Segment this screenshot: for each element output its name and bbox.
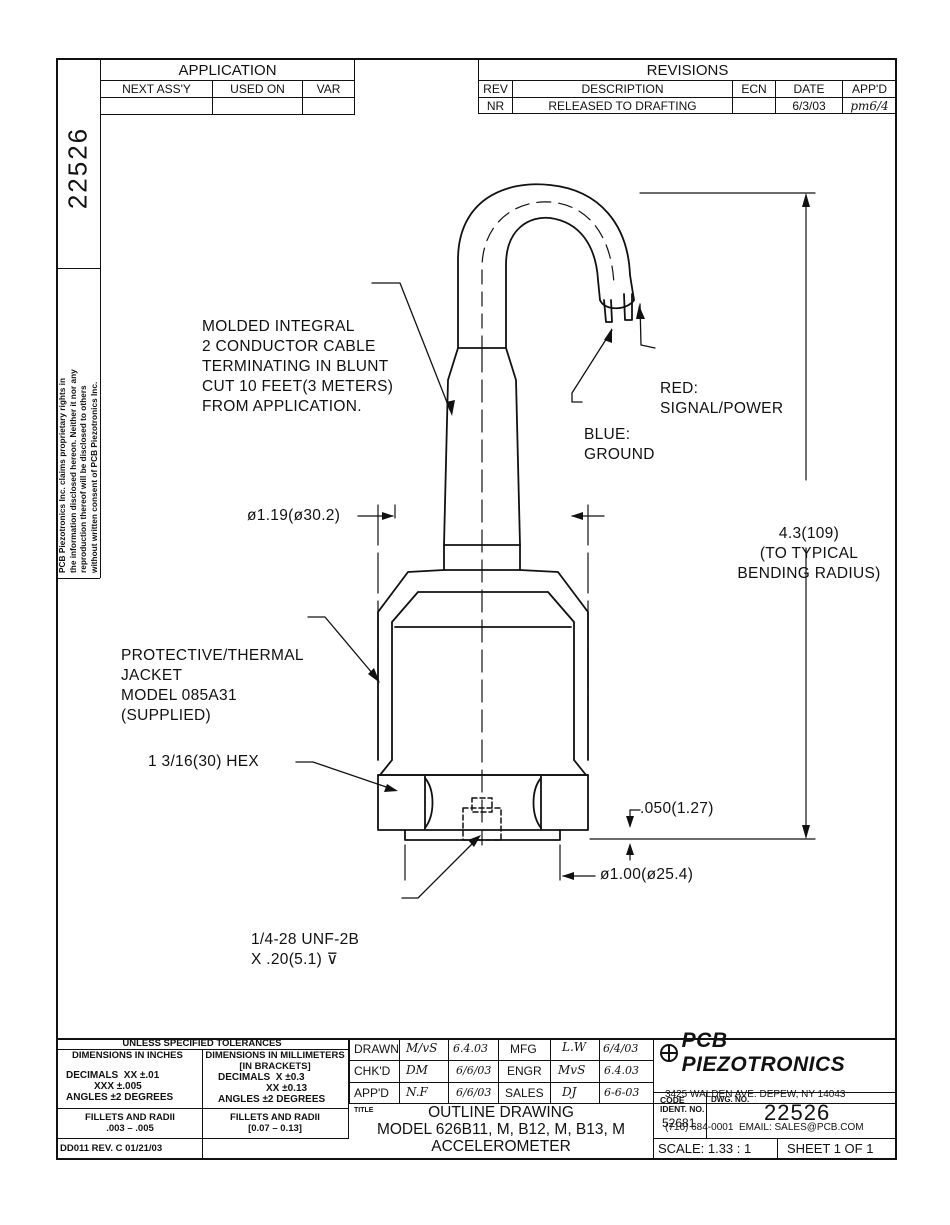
engr-signature: MvS <box>558 1063 586 1077</box>
company-logo: PCB PIEZOTRONICS <box>660 1029 892 1076</box>
drawing-title: OUTLINE DRAWING MODEL 626B11, M, B12, M,… <box>376 1104 626 1155</box>
pcb-logo-icon <box>660 1044 678 1062</box>
strain-relief <box>443 347 521 546</box>
dwg-number: 22526 <box>764 1100 831 1125</box>
jacket-diameter-callout: ø1.19(ø30.2) <box>247 507 341 524</box>
left-sidebar <box>56 58 101 578</box>
signoff-col <box>448 1038 449 1104</box>
mm-fillets: FILLETS AND RADII[0.07 – 0.13] <box>230 1112 320 1134</box>
mfg-date: 6/4/03 <box>603 1042 639 1055</box>
cable-centerline <box>481 201 615 351</box>
title-label: TITLE <box>354 1107 374 1114</box>
mm-heading: DIMENSIONS IN MILLIMETERS[IN BRACKETS] <box>205 1050 345 1072</box>
base-gap-callout: .050(1.27) <box>640 800 714 817</box>
engr-date: 6.4.03 <box>604 1064 639 1077</box>
chkd-signature: DM <box>406 1063 428 1077</box>
appd-signature: N.F <box>406 1085 428 1099</box>
sidebar-divider <box>56 268 100 269</box>
signoff-divider <box>349 1082 653 1083</box>
company-col <box>653 1038 654 1160</box>
sheet: SHEET 1 OF 1 <box>787 1141 874 1156</box>
signoff-col <box>399 1038 400 1104</box>
signoff-col <box>550 1038 551 1104</box>
company-address: 3425 WALDEN AVE. DEPEW, NY 14043 (716) 6… <box>665 1089 864 1133</box>
mfg-label: MFG <box>510 1042 537 1056</box>
form-number-cell <box>56 1138 203 1160</box>
base-diameter-callout: ø1.00(ø25.4) <box>600 866 694 883</box>
tolerances-mm <box>202 1049 349 1139</box>
jacket-outline <box>377 569 589 761</box>
mfg-signature: L.W <box>562 1040 587 1054</box>
chkd-label: CHK'D <box>354 1064 391 1078</box>
signoff-divider <box>349 1103 897 1104</box>
dwg-label: DWG. NO. <box>711 1095 750 1104</box>
appd-date: 6/6/03 <box>456 1086 492 1099</box>
code-value: 52681 <box>662 1116 696 1130</box>
sidebar-divider-bottom <box>56 578 100 579</box>
application-row <box>302 97 355 115</box>
signoff-col <box>498 1038 499 1104</box>
drawn-signature: M/vS <box>406 1041 438 1055</box>
cable-outer <box>457 183 635 349</box>
appd-label: APP'D <box>354 1086 389 1100</box>
sales-label: SALES <box>505 1086 544 1100</box>
title-block <box>56 1038 897 1160</box>
blue-wire-callout: BLUE:GROUND <box>584 426 655 463</box>
company-divider <box>653 1092 897 1093</box>
blue-conductor <box>603 299 613 323</box>
scale: SCALE: 1.33 : 1 <box>658 1141 752 1156</box>
blue-leader <box>571 329 613 403</box>
red-conductor <box>623 293 633 321</box>
tolerance-divider <box>56 1108 349 1109</box>
scale-col <box>777 1138 778 1160</box>
drawn-date: 6.4.03 <box>453 1042 488 1055</box>
jacket-leader <box>307 616 379 681</box>
red-wire-callout: RED:SIGNAL/POWER <box>660 380 784 417</box>
sales-date: 6-6-03 <box>604 1086 640 1099</box>
code-divider <box>706 1092 707 1138</box>
cable-inner <box>505 216 601 349</box>
hex-leader <box>295 761 396 791</box>
signoff-block <box>349 1038 653 1104</box>
revision-appd-signature: pm6/4 <box>842 97 897 114</box>
cable-leader <box>371 282 451 411</box>
hex-callout: 1 3/16(30) HEX <box>148 753 260 770</box>
inch-fillets: FILLETS AND RADII.003 – .005 <box>85 1112 175 1134</box>
engr-label: ENGR <box>507 1064 542 1078</box>
drawing-border <box>56 58 897 1160</box>
signoff-divider <box>349 1060 653 1061</box>
drawn-label: DRAWN <box>354 1042 399 1056</box>
scale-divider <box>653 1138 897 1139</box>
hex-body <box>377 774 589 831</box>
form-number: DD011 REV. C 01/21/03 <box>60 1143 163 1154</box>
red-leader <box>639 303 656 349</box>
inches-heading: DIMENSIONS IN INCHES <box>72 1050 183 1061</box>
chkd-date: 6/6/03 <box>456 1064 492 1077</box>
sales-signature: DJ <box>562 1085 577 1099</box>
jacket-inner <box>391 591 575 761</box>
signoff-col <box>599 1038 600 1104</box>
thread-leader <box>401 837 479 899</box>
